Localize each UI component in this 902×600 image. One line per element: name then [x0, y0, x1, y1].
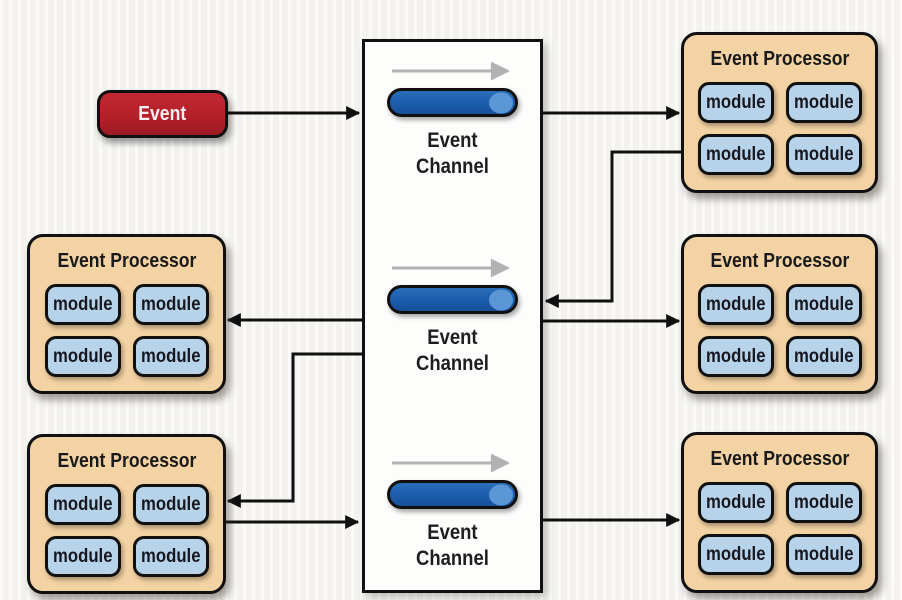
- module-box: module: [132, 536, 209, 577]
- module-box: module: [697, 284, 774, 325]
- module-label: module: [793, 91, 854, 113]
- event-channel-panel: Event Channel Event Channel Event Channe…: [362, 39, 543, 593]
- module-box: module: [697, 134, 774, 175]
- module-label: module: [705, 345, 766, 367]
- module-box: module: [132, 284, 209, 325]
- event-processor-mid-right: Event Processor module module module mod…: [681, 234, 878, 394]
- event-processor-title: Event Processor: [710, 250, 849, 272]
- module-label: module: [793, 293, 854, 315]
- module-box: module: [785, 82, 862, 123]
- module-label: module: [140, 493, 201, 515]
- event-label: Event: [138, 102, 187, 125]
- event-channel-label-line2: Channel: [416, 155, 489, 178]
- module-box: module: [697, 82, 774, 123]
- module-box: module: [132, 336, 209, 377]
- arrow-processor-top-right-to-channel2: [544, 150, 681, 308]
- event-channel-label: Event Channel: [411, 520, 494, 572]
- module-grid: module module module module: [684, 82, 875, 175]
- event-channel-label-line2: Channel: [416, 352, 489, 375]
- module-box: module: [785, 336, 862, 377]
- module-box: module: [44, 536, 121, 577]
- module-label: module: [140, 345, 201, 367]
- event-channel-label-line1: Event: [427, 521, 478, 544]
- flow-direction-arrow-icon: [391, 62, 510, 80]
- event-queue-pill: [387, 88, 518, 117]
- module-box: module: [697, 336, 774, 377]
- flow-direction-arrow-icon: [391, 454, 510, 472]
- event-queue-pill: [387, 285, 518, 314]
- event-queue-pill: [387, 480, 518, 509]
- arrow-channel2-to-processor-bot-left: [226, 352, 362, 508]
- module-box: module: [44, 336, 121, 377]
- event-node: Event: [97, 90, 228, 138]
- event-channel-label: Event Channel: [411, 325, 494, 377]
- module-label: module: [140, 545, 201, 567]
- event-channel-1: Event Channel: [365, 62, 540, 180]
- event-channel-2: Event Channel: [365, 259, 540, 377]
- module-box: module: [785, 534, 862, 575]
- event-processor-title: Event Processor: [57, 250, 196, 272]
- module-label: module: [705, 543, 766, 565]
- module-label: module: [705, 491, 766, 513]
- event-channel-label-line2: Channel: [416, 547, 489, 570]
- module-box: module: [785, 134, 862, 175]
- module-label: module: [52, 545, 113, 567]
- module-box: module: [785, 284, 862, 325]
- module-box: module: [44, 284, 121, 325]
- module-box: module: [785, 482, 862, 523]
- module-label: module: [52, 493, 113, 515]
- module-box: module: [697, 482, 774, 523]
- event-processor-top-right: Event Processor module module module mod…: [681, 32, 878, 193]
- event-channel-label-line1: Event: [427, 326, 478, 349]
- module-label: module: [140, 293, 201, 315]
- event-processor-bot-right: Event Processor module module module mod…: [681, 432, 878, 593]
- module-label: module: [705, 91, 766, 113]
- module-grid: module module module module: [684, 284, 875, 377]
- module-label: module: [705, 143, 766, 165]
- flow-direction-arrow-icon: [391, 259, 510, 277]
- event-processor-title: Event Processor: [710, 448, 849, 470]
- module-label: module: [793, 143, 854, 165]
- module-label: module: [793, 491, 854, 513]
- event-channel-label-line1: Event: [427, 129, 478, 152]
- module-label: module: [705, 293, 766, 315]
- module-box: module: [44, 484, 121, 525]
- module-box: module: [697, 534, 774, 575]
- event-processor-title: Event Processor: [710, 48, 849, 70]
- event-channel-label: Event Channel: [411, 128, 494, 180]
- module-box: module: [132, 484, 209, 525]
- module-grid: module module module module: [684, 482, 875, 575]
- module-label: module: [52, 345, 113, 367]
- module-label: module: [793, 543, 854, 565]
- module-grid: module module module module: [30, 484, 223, 577]
- event-processor-title: Event Processor: [57, 450, 196, 472]
- event-channel-3: Event Channel: [365, 454, 540, 572]
- module-label: module: [793, 345, 854, 367]
- event-processor-mid-left: Event Processor module module module mod…: [27, 234, 226, 394]
- event-processor-bot-left: Event Processor module module module mod…: [27, 434, 226, 594]
- module-label: module: [52, 293, 113, 315]
- module-grid: module module module module: [30, 284, 223, 377]
